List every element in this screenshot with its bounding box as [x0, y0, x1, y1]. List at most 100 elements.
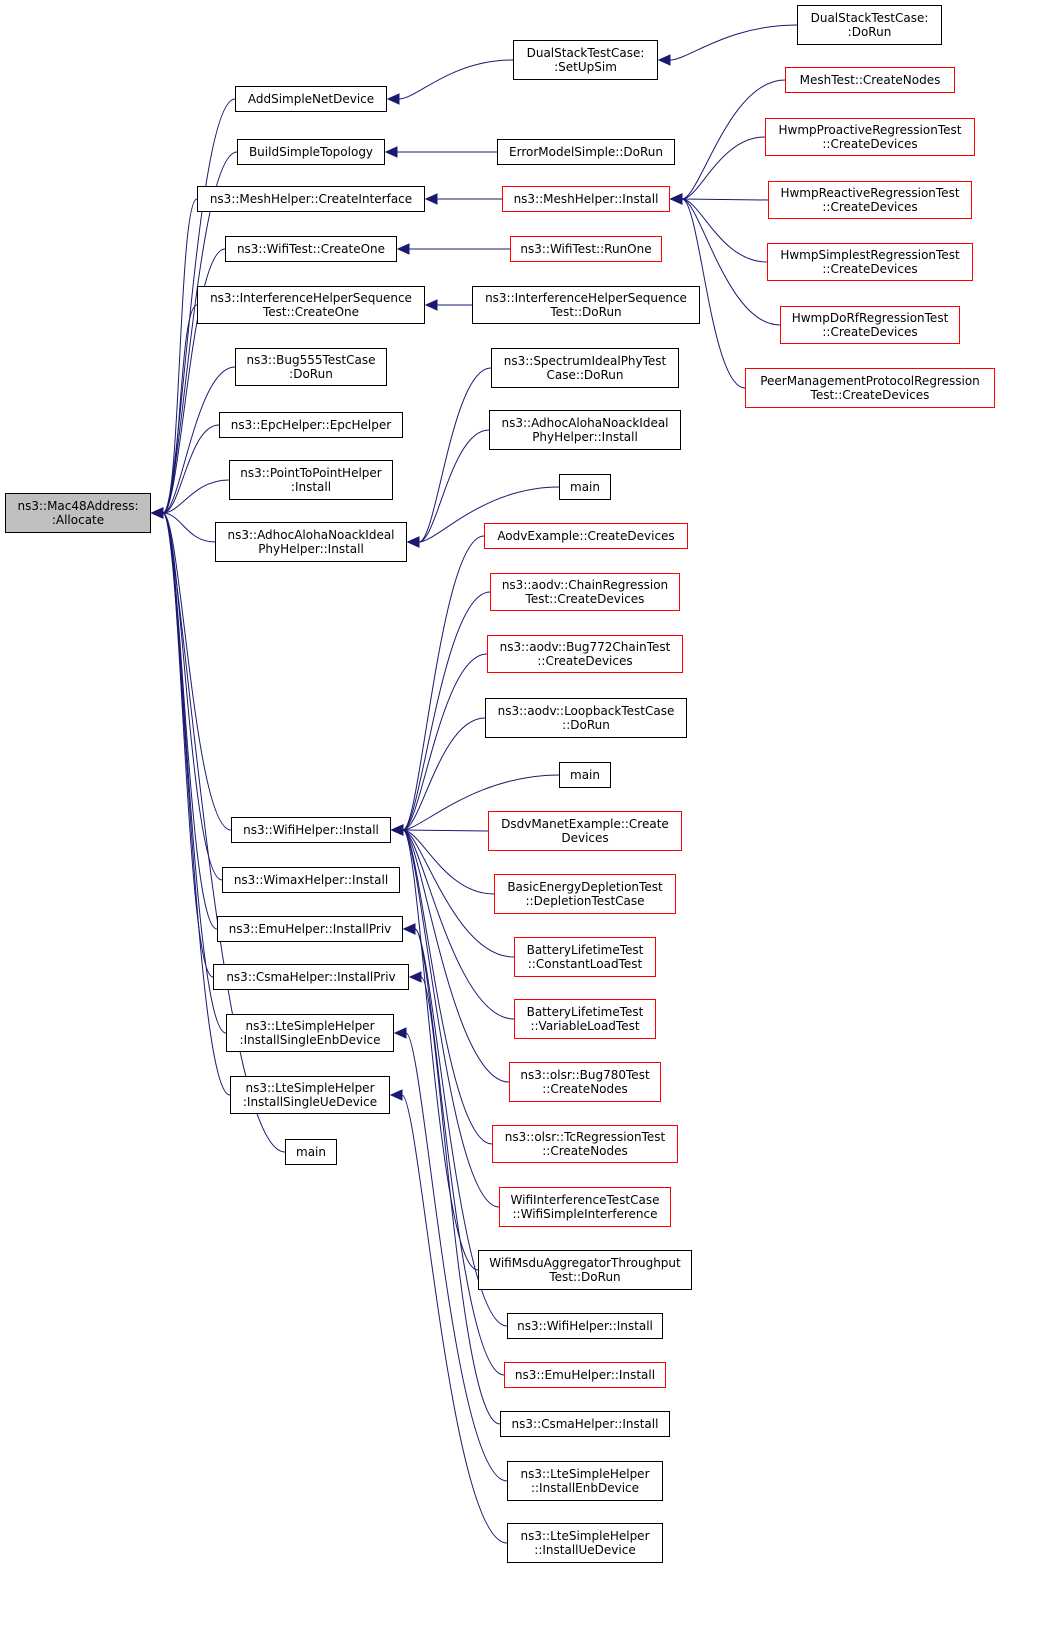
graph-node-label: ns3::EmuHelper::Install	[514, 1368, 656, 1382]
call-edge-interf_createone-to-root	[162, 304, 198, 514]
graph-node-wifihelper_install2[interactable]: ns3::WifiHelper::Install	[507, 1313, 663, 1339]
graph-node-battery_const[interactable]: BatteryLifetimeTest::ConstantLoadTest	[514, 937, 656, 977]
graph-node-wifitest_createone[interactable]: ns3::WifiTest::CreateOne	[225, 236, 397, 262]
graph-node-lte_enb[interactable]: ns3::LteSimpleHelper:InstallSingleEnbDev…	[226, 1014, 394, 1052]
graph-node-add_simple[interactable]: AddSimpleNetDevice	[235, 86, 387, 112]
graph-node-lte_install_enb[interactable]: ns3::LteSimpleHelper::InstallEnbDevice	[507, 1461, 663, 1501]
graph-node-hwmp_reactive[interactable]: HwmpReactiveRegressionTest::CreateDevice…	[768, 181, 972, 219]
call-edge-epchelper-to-root	[162, 424, 220, 514]
graph-node-wimax_install[interactable]: ns3::WimaxHelper::Install	[222, 867, 400, 893]
graph-node-olsr_bug780[interactable]: ns3::olsr::Bug780Test::CreateNodes	[509, 1062, 661, 1102]
graph-node-label: ns3::olsr::TcRegressionTest	[504, 1130, 666, 1144]
call-edge-csma_install-to-csma_installpriv	[420, 976, 501, 1425]
graph-node-aodv_loopback[interactable]: ns3::aodv::LoopbackTestCase::DoRun	[485, 698, 687, 738]
graph-node-wifitest_runone[interactable]: ns3::WifiTest::RunOne	[510, 236, 662, 262]
graph-node-label: ns3::InterferenceHelperSequence	[210, 291, 412, 305]
graph-node-lte_ue[interactable]: ns3::LteSimpleHelper:InstallSingleUeDevi…	[230, 1076, 390, 1114]
graph-node-label: ::ConstantLoadTest	[527, 957, 643, 971]
arrowhead-ds_dorun-to-ds_setup	[657, 54, 671, 66]
call-edge-main_c-to-wifi_install	[402, 774, 560, 831]
call-edge-hwmp_dorf-to-mesh_install	[681, 198, 781, 326]
graph-node-basic_energy[interactable]: BasicEnergyDepletionTest::DepletionTestC…	[494, 874, 676, 914]
graph-node-label: ns3::WimaxHelper::Install	[233, 873, 389, 887]
graph-node-main_a[interactable]: main	[285, 1139, 337, 1165]
graph-node-build_simple[interactable]: BuildSimpleTopology	[237, 139, 385, 165]
graph-node-label: Test::CreateOne	[262, 305, 360, 319]
graph-node-label: ns3::Bug555TestCase	[246, 353, 376, 367]
graph-node-csma_installpriv[interactable]: ns3::CsmaHelper::InstallPriv	[213, 964, 409, 990]
graph-node-label: PeerManagementProtocolRegression	[760, 374, 980, 388]
graph-node-label: ::DoRun	[562, 718, 610, 732]
graph-node-emu_install[interactable]: ns3::EmuHelper::Install	[504, 1362, 666, 1388]
graph-node-wifi_interf[interactable]: WifiInterferenceTestCase::WifiSimpleInte…	[499, 1187, 671, 1227]
graph-node-hwmp_proactive[interactable]: HwmpProactiveRegressionTest::CreateDevic…	[765, 118, 975, 156]
call-edge-lte_install_enb-to-lte_enb	[405, 1032, 508, 1482]
graph-node-label: BuildSimpleTopology	[248, 145, 374, 159]
graph-node-label: ::CreateDevices	[537, 654, 633, 668]
graph-node-label: ns3::InterferenceHelperSequence	[485, 291, 687, 305]
graph-node-epchelper[interactable]: ns3::EpcHelper::EpcHelper	[219, 412, 403, 438]
graph-node-hwmp_simplest[interactable]: HwmpSimplestRegressionTest::CreateDevice…	[767, 243, 973, 281]
graph-node-wifi_install[interactable]: ns3::WifiHelper::Install	[231, 817, 391, 843]
graph-node-olsr_tc[interactable]: ns3::olsr::TcRegressionTest::CreateNodes	[492, 1125, 678, 1163]
graph-node-label: ns3::aodv::LoopbackTestCase	[497, 704, 675, 718]
graph-node-aodv_bug772[interactable]: ns3::aodv::Bug772ChainTest::CreateDevice…	[487, 635, 683, 673]
graph-node-label: ::CreateDevices	[822, 137, 918, 151]
graph-node-mesh_install[interactable]: ns3::MeshHelper::Install	[502, 186, 670, 212]
graph-node-main_b[interactable]: main	[559, 474, 611, 500]
graph-node-ds_dorun[interactable]: DualStackTestCase::DoRun	[797, 5, 942, 45]
arrowhead-main_b-to-adhoc_install	[406, 536, 420, 548]
graph-node-label: ns3::LteSimpleHelper	[245, 1081, 375, 1095]
call-edge-dsdv-to-wifi_install	[402, 829, 489, 832]
call-edge-peer_mgmt-to-mesh_install	[681, 198, 746, 389]
graph-node-label: ns3::PointToPointHelper	[240, 466, 382, 480]
graph-node-lte_install_ue[interactable]: ns3::LteSimpleHelper::InstallUeDevice	[507, 1523, 663, 1563]
graph-node-csma_install[interactable]: ns3::CsmaHelper::Install	[500, 1411, 670, 1437]
arrowhead-csma_install-to-csma_installpriv	[408, 971, 422, 983]
call-edge-battery_var-to-wifi_install	[402, 829, 515, 1020]
graph-node-ds_setup[interactable]: DualStackTestCase::SetUpSim	[513, 40, 658, 80]
graph-node-label: WifiInterferenceTestCase	[510, 1193, 660, 1207]
graph-node-label: :Allocate	[51, 513, 105, 527]
graph-node-label: HwmpSimplestRegressionTest	[780, 248, 960, 262]
graph-node-label: ns3::aodv::ChainRegression	[501, 578, 669, 592]
graph-node-label: HwmpProactiveRegressionTest	[778, 123, 962, 137]
graph-node-label: PhyHelper::Install	[532, 430, 638, 444]
graph-node-hwmp_dorf[interactable]: HwmpDoRfRegressionTest::CreateDevices	[780, 306, 960, 344]
graph-node-battery_var[interactable]: BatteryLifetimeTest::VariableLoadTest	[514, 999, 656, 1039]
graph-node-aodv_example[interactable]: AodvExample::CreateDevices	[484, 523, 688, 549]
call-edge-basic_energy-to-wifi_install	[402, 829, 495, 895]
arrowhead-mesh_install-to-mesh_create_iface	[424, 193, 438, 205]
graph-node-label: :DoRun	[289, 367, 333, 381]
graph-node-meshtest_nodes[interactable]: MeshTest::CreateNodes	[785, 67, 955, 93]
graph-node-label: BatteryLifetimeTest	[526, 943, 644, 957]
graph-node-mesh_create_iface[interactable]: ns3::MeshHelper::CreateInterface	[197, 186, 425, 212]
graph-node-label: DualStackTestCase:	[810, 11, 929, 25]
graph-node-label: ::CreateNodes	[542, 1082, 628, 1096]
arrowhead-interf_dorun-to-interf_createone	[424, 299, 438, 311]
call-edge-hwmp_proactive-to-mesh_install	[681, 136, 766, 200]
graph-node-label: ns3::Mac48Address:	[17, 499, 139, 513]
graph-node-emu_installpriv[interactable]: ns3::EmuHelper::InstallPriv	[217, 916, 403, 942]
arrowhead-main_a-to-root	[150, 507, 164, 519]
graph-node-bug555[interactable]: ns3::Bug555TestCase:DoRun	[235, 348, 387, 386]
graph-node-label: BasicEnergyDepletionTest	[507, 880, 663, 894]
graph-node-label: ns3::LteSimpleHelper	[520, 1467, 650, 1481]
call-edge-wifihelper_install2-to-emu_installpriv	[414, 928, 508, 1327]
call-edge-mesh_create_iface-to-root	[162, 198, 198, 514]
graph-node-label: AodvExample::CreateDevices	[497, 529, 675, 543]
graph-node-errmodel[interactable]: ErrorModelSimple::DoRun	[497, 139, 675, 165]
graph-node-main_c[interactable]: main	[559, 762, 611, 788]
arrowhead-wifi_msdu-to-wifi_install	[390, 824, 404, 836]
graph-node-p2p_install[interactable]: ns3::PointToPointHelper:Install	[229, 460, 393, 500]
